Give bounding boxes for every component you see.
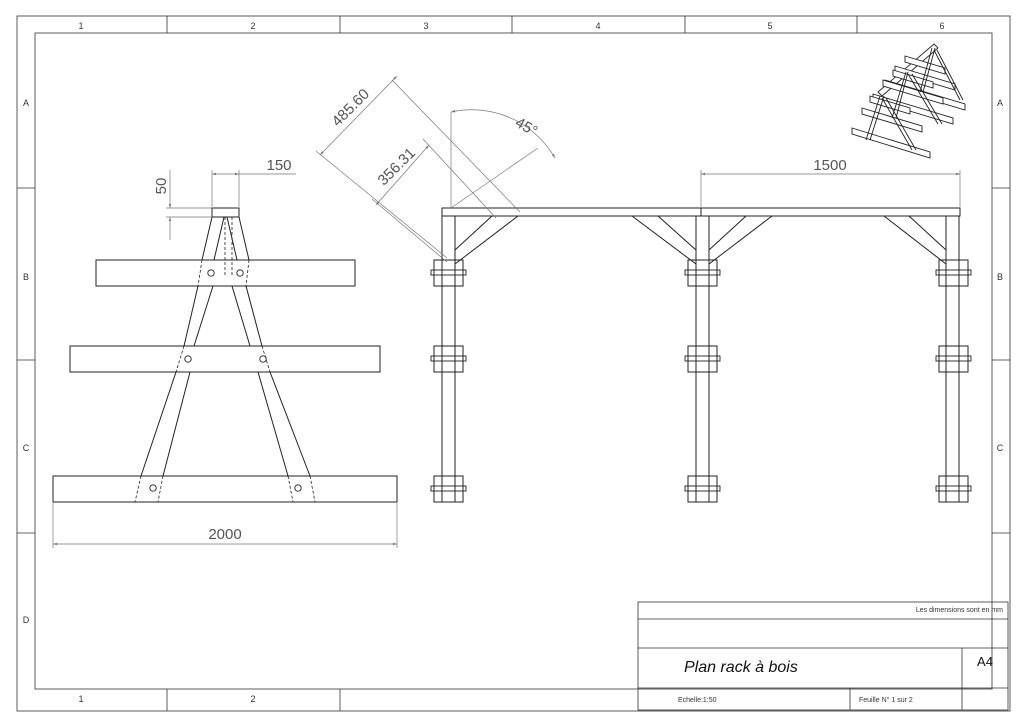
drawing-title: Plan rack à bois (684, 659, 798, 676)
zone-labels: 1 2 3 4 5 6 1 2 A B C D A B C (23, 21, 1004, 704)
zone-row-b: B (23, 272, 29, 282)
zone-row-c: C (23, 443, 30, 453)
title-block (637, 601, 1009, 711)
zone-col-1: 1 (78, 21, 83, 31)
zone-col-2: 2 (250, 21, 255, 31)
crossbar-top (95, 259, 356, 287)
braces (454, 215, 947, 265)
crossbar-middle (69, 345, 381, 373)
zone-row-a-right: A (997, 98, 1003, 108)
zone-col-2-bottom: 2 (250, 694, 255, 704)
dim-spacing: 1500 (813, 157, 846, 174)
zone-col-6: 6 (939, 21, 944, 31)
sheet-size: A4 (977, 654, 993, 669)
zone-col-5: 5 (767, 21, 772, 31)
dim-brace-short: 356.31 (375, 145, 419, 189)
posts (441, 215, 960, 503)
crossbar-bottom (52, 475, 398, 503)
side-view (430, 207, 972, 503)
dim-angle: 45° (512, 114, 540, 140)
scale-label: Echelle:1:50 (678, 697, 717, 704)
front-bolts (149, 269, 302, 492)
zone-col-4: 4 (595, 21, 600, 31)
crossbar-ends (433, 259, 969, 503)
dim-cap-height: 50 (153, 178, 170, 195)
zone-row-d: D (23, 615, 30, 625)
dim-leg-width: 150 (266, 157, 291, 174)
side-dimensions (315, 75, 961, 263)
front-dimensions (52, 170, 398, 548)
zone-row-c-right: C (997, 443, 1004, 453)
sheet-number: Feuille N° 1 sur 2 (859, 696, 913, 704)
top-cap (211, 207, 240, 218)
hidden-lines (134, 217, 316, 503)
dim-base-length: 2000 (208, 526, 241, 543)
a-frame-legs (137, 216, 311, 503)
side-bolts (430, 269, 972, 492)
drawing-frame (16, 15, 1011, 712)
zone-row-b-right: B (997, 272, 1003, 282)
zone-col-1-bottom: 1 (78, 694, 83, 704)
zone-col-3: 3 (423, 21, 428, 31)
front-view (52, 207, 398, 503)
zone-row-a: A (23, 98, 29, 108)
units-note: Les dimensions sont en mm (916, 607, 1003, 614)
isometric-view (851, 43, 966, 159)
